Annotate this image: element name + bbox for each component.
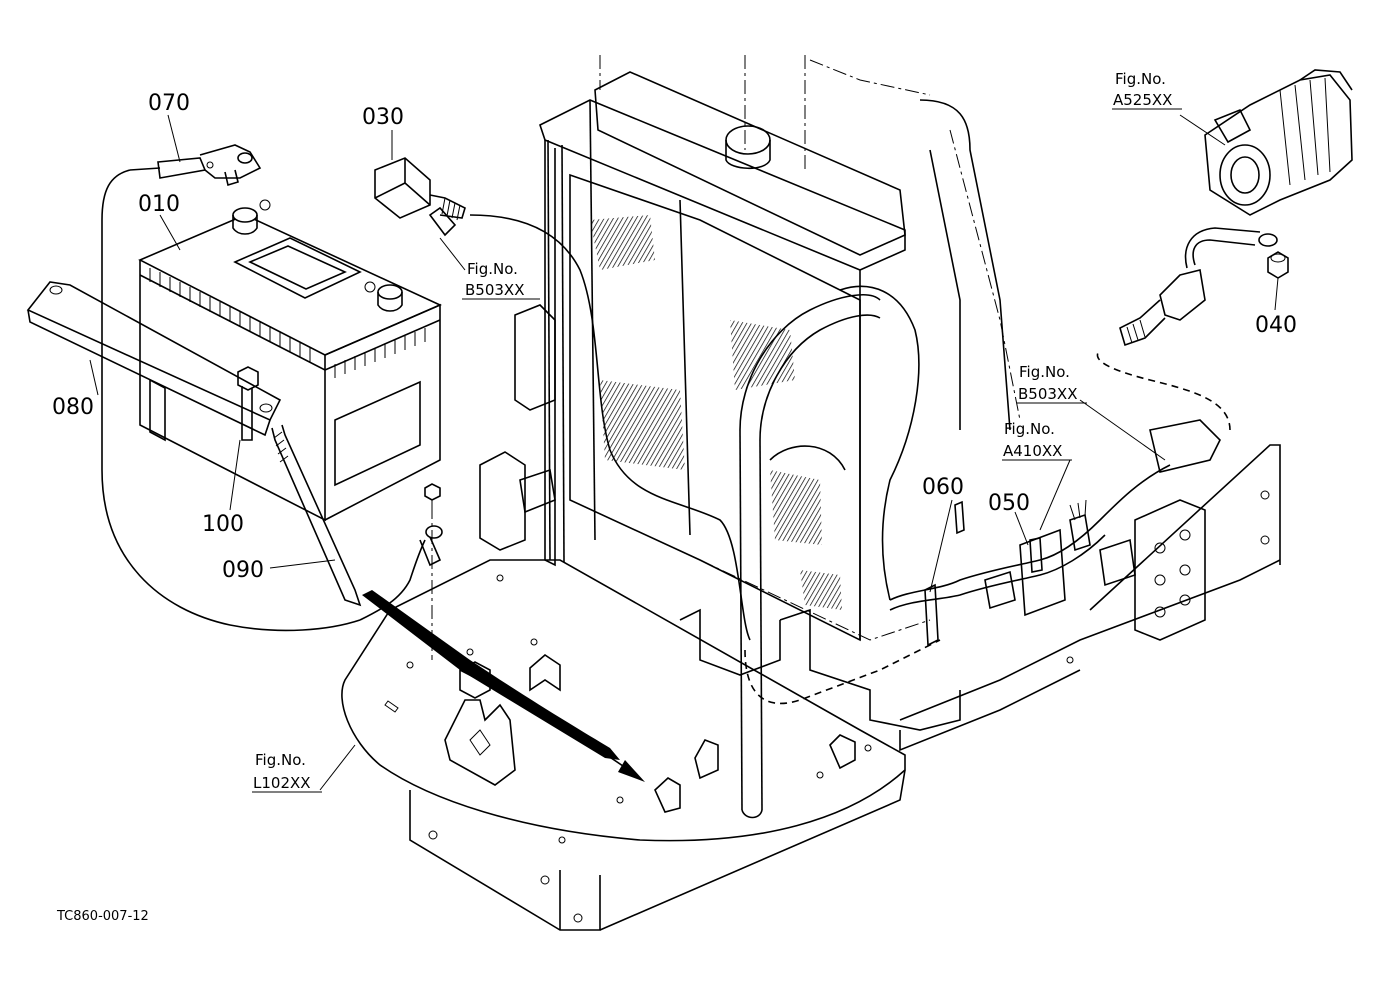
fig-ref-b503-right[interactable]: Fig.No. B503XX <box>1018 363 1077 403</box>
label-010: 010 <box>138 192 180 217</box>
label-070: 070 <box>148 91 190 116</box>
fig-ref-b503-right-line1: Fig.No. <box>1019 363 1070 381</box>
label-040: 040 <box>1255 313 1297 338</box>
terminal-cover <box>374 157 466 237</box>
cable-routing <box>101 167 361 632</box>
harness-clips <box>924 419 1221 647</box>
hold-down-bar <box>26 281 282 441</box>
leader-lines <box>89 108 1279 793</box>
radiator-assembly <box>479 55 1281 819</box>
fig-ref-b503-top-line2: B503XX <box>465 281 524 299</box>
starter-motor <box>1119 69 1353 347</box>
drawing-code: TC860-007-12 <box>56 909 149 924</box>
fig-ref-a525-line2: A525XX <box>1113 91 1172 109</box>
fig-ref-a410-line2: A410XX <box>1003 442 1062 460</box>
fig-ref-a525-line1: Fig.No. <box>1115 70 1166 88</box>
base-platform <box>341 559 906 931</box>
label-060: 060 <box>922 475 964 500</box>
fig-ref-l102-line1: Fig.No. <box>255 751 306 769</box>
ground-cable <box>359 483 645 782</box>
battery-cable-070 <box>157 144 262 187</box>
wire-harness <box>469 214 1231 641</box>
fig-ref-a525[interactable]: Fig.No. A525XX <box>1113 70 1172 109</box>
fig-ref-b503-top-line1: Fig.No. <box>467 260 518 278</box>
fig-ref-b503-top[interactable]: Fig.No. B503XX <box>465 260 524 299</box>
fig-ref-a410-line1: Fig.No. <box>1004 420 1055 438</box>
fig-ref-l102-line2: L102XX <box>253 774 311 792</box>
label-080: 080 <box>52 395 94 420</box>
label-100: 100 <box>202 512 244 537</box>
label-090: 090 <box>222 558 264 583</box>
j-rod <box>271 424 362 607</box>
part-labels: 070 010 030 080 100 090 040 060 050 <box>52 91 1297 583</box>
label-030: 030 <box>362 105 404 130</box>
fig-ref-b503-right-line2: B503XX <box>1018 385 1077 403</box>
battery <box>138 199 442 522</box>
fig-ref-l102[interactable]: Fig.No. L102XX <box>253 751 311 792</box>
fig-ref-a410[interactable]: Fig.No. A410XX <box>1003 420 1062 460</box>
figure-references: Fig.No. B503XX Fig.No. A525XX Fig.No. B5… <box>253 70 1172 792</box>
label-050: 050 <box>988 491 1030 516</box>
